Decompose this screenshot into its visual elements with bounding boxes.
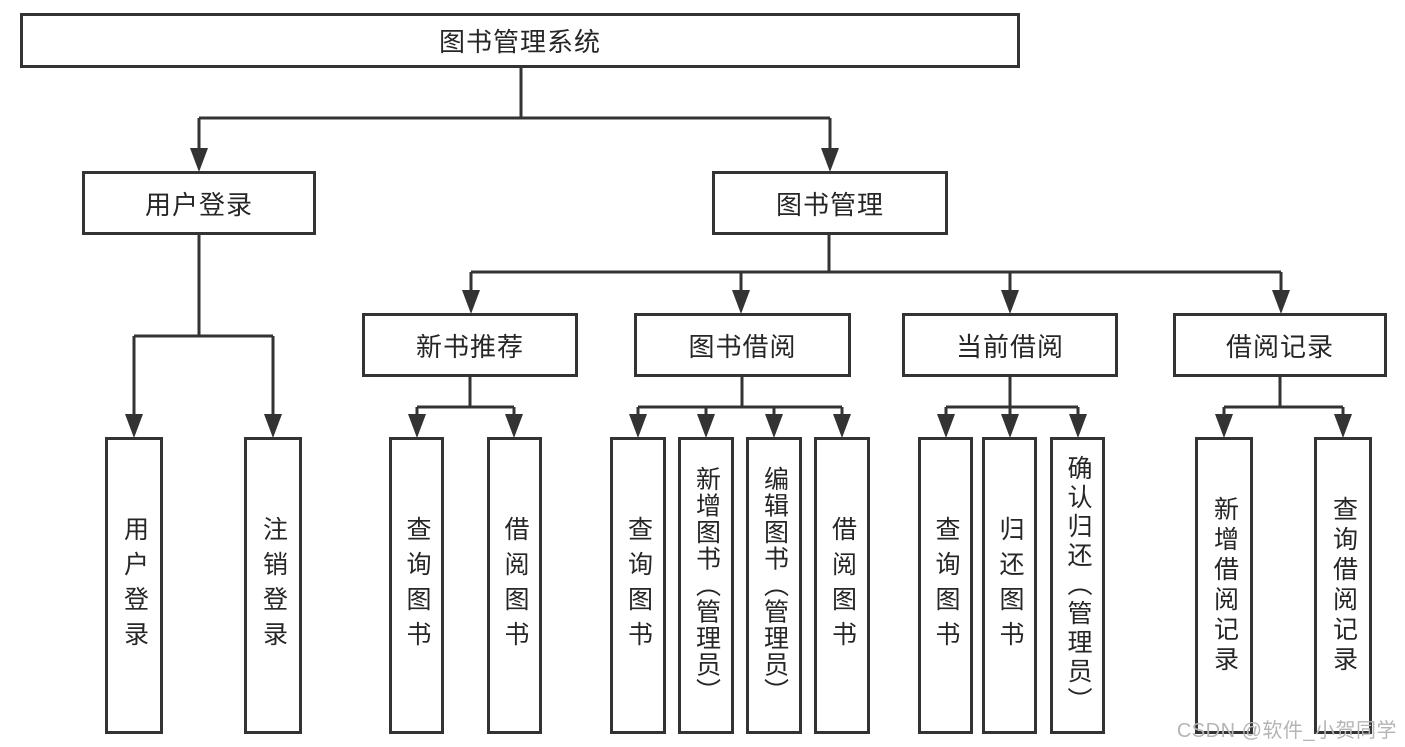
leaf-user-login-label: 用户登录 (120, 515, 149, 656)
leaf-query-borrow-record-label: 查询借阅记录 (1329, 495, 1358, 676)
node-borrowing-records: 借阅记录 (1173, 313, 1387, 377)
leaf-return-books: 归还图书 (982, 437, 1037, 734)
node-user-login: 用户登录 (82, 171, 316, 235)
arrowhead (1001, 290, 1019, 314)
arrowhead (1215, 414, 1233, 438)
node-library-system: 图书管理系统 (20, 13, 1020, 68)
leaf-borrow-books-recommend-label: 借阅图书 (501, 515, 529, 656)
arrowhead (833, 414, 851, 438)
root-to-level2-lines (197, 67, 832, 150)
leaf-add-books-admin-label: 新增图书（管理员） (692, 466, 721, 705)
arrowhead (190, 148, 208, 172)
leaf-edit-books-admin: 编辑图书（管理员） (746, 437, 802, 734)
arrowhead (732, 290, 750, 314)
arrowhead (697, 414, 715, 438)
arrowhead (125, 414, 143, 438)
leaf-confirm-return-admin-label: 确认归还（管理员） (1064, 455, 1092, 716)
node-user-login-label: 用户登录 (144, 189, 253, 220)
node-book-management-label: 图书管理 (775, 189, 884, 220)
arrowhead (821, 148, 839, 172)
leaf-return-books-label: 归还图书 (996, 515, 1024, 656)
leaf-query-books-recommend-label: 查询图书 (403, 515, 431, 656)
leaf-borrow-books: 借阅图书 (814, 437, 870, 734)
leaf-logout: 注销登录 (244, 437, 302, 734)
arrowhead (765, 414, 783, 438)
leaf-query-books-recommend: 查询图书 (389, 437, 444, 734)
arrowheads (125, 148, 1352, 438)
leaf-add-borrow-record: 新增借阅记录 (1195, 437, 1253, 734)
leaf-user-login: 用户登录 (105, 437, 163, 734)
watermark: CSDN @软件_小贺同学 (1176, 720, 1397, 742)
leaf-borrow-books-recommend: 借阅图书 (487, 437, 542, 734)
leaf-query-books-borrow: 查询图书 (610, 437, 666, 734)
leaf-query-books-current: 查询图书 (918, 437, 973, 734)
arrowhead (1272, 290, 1290, 314)
node-library-system-label: 图书管理系统 (438, 27, 601, 57)
connector-paths (132, 67, 1345, 418)
book-mgmt-to-level3-lines (469, 234, 1283, 292)
node-new-book-recommend-label: 新书推荐 (415, 331, 524, 362)
node-book-borrowing: 图书借阅 (634, 313, 851, 377)
arrowhead (264, 414, 282, 438)
leaf-confirm-return-admin: 确认归还（管理员） (1050, 437, 1105, 734)
leaf-query-books-borrow-label: 查询图书 (624, 515, 653, 656)
arrowhead (1069, 414, 1087, 438)
arrowhead (462, 290, 480, 314)
node-book-management: 图书管理 (712, 171, 948, 235)
leaf-query-books-current-label: 查询图书 (932, 515, 960, 656)
node-new-book-recommend: 新书推荐 (362, 313, 578, 377)
node-current-borrowing-label: 当前借阅 (955, 331, 1064, 362)
node-borrowing-records-label: 借阅记录 (1225, 331, 1334, 362)
leaf-add-borrow-record-label: 新增借阅记录 (1210, 495, 1239, 676)
leaf-query-borrow-record: 查询借阅记录 (1314, 437, 1372, 734)
arrowhead (1001, 414, 1019, 438)
arrowhead (505, 414, 523, 438)
arrowhead (408, 414, 426, 438)
leaf-add-books-admin: 新增图书（管理员） (678, 437, 734, 734)
leaf-logout-label: 注销登录 (259, 515, 288, 656)
arrowhead (1334, 414, 1352, 438)
node-current-borrowing: 当前借阅 (902, 313, 1118, 377)
leaf-borrow-books-label: 借阅图书 (828, 515, 857, 656)
level3-stems (468, 377, 1282, 407)
user-login-to-children-lines (132, 234, 275, 418)
leaf-arrow-lines (415, 407, 1345, 418)
arrowhead (629, 414, 647, 438)
arrowhead (937, 414, 955, 438)
leaf-edit-books-admin-label: 编辑图书（管理员） (760, 466, 789, 705)
node-book-borrowing-label: 图书借阅 (688, 331, 797, 362)
